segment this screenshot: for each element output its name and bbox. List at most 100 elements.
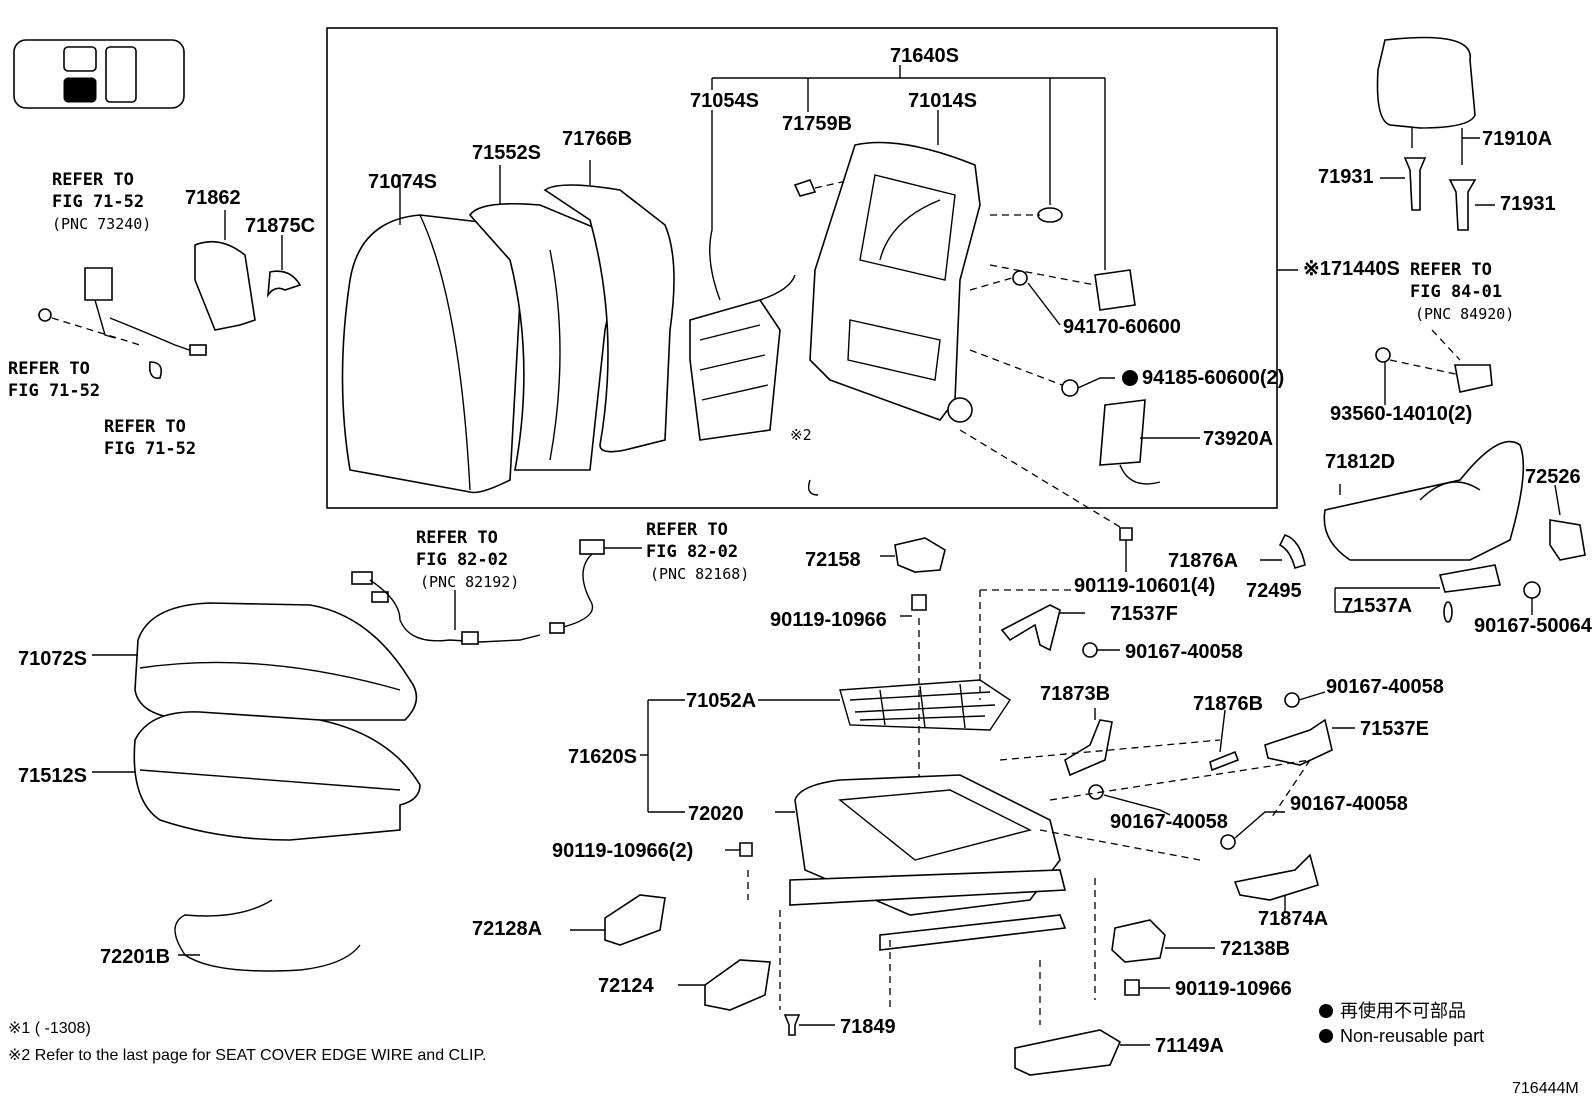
label-71552S: 71552S	[472, 142, 541, 164]
label-71910A: 71910A	[1482, 128, 1552, 150]
screw-90167-40058-a	[1082, 642, 1098, 658]
edge-clip	[807, 479, 819, 496]
refer-71-52-b-line1[interactable]: REFER TO	[8, 359, 90, 379]
label-72128A: 72128A	[472, 918, 542, 940]
seatback-board-71766B	[543, 160, 675, 453]
nut-94170	[1012, 270, 1028, 286]
label-star2: ※2	[790, 426, 812, 444]
wire-harness-82192	[351, 571, 541, 645]
refer-82-02-a-line3[interactable]: (PNC 82192)	[420, 573, 519, 591]
bolt-90119-10966-bottom	[1124, 979, 1140, 996]
refer-84-01-line3[interactable]: (PNC 84920)	[1415, 305, 1514, 323]
switch-part	[1094, 269, 1136, 311]
screw-93560	[1375, 329, 1493, 405]
seat-cover-71862	[194, 240, 256, 331]
label-72124: 72124	[598, 975, 654, 997]
label-71620S: 71620S	[568, 746, 637, 768]
label-72495: 72495	[1246, 580, 1302, 602]
edge-wire-72201B	[174, 899, 361, 972]
seatback-assembly-frame	[326, 27, 1278, 509]
label-71873B: 71873B	[1040, 683, 1110, 705]
label-94170-60600: 94170-60600	[1063, 316, 1181, 338]
label-71849: 71849	[840, 1016, 896, 1038]
label-71074S: 71074S	[368, 171, 437, 193]
refer-84-01-line2[interactable]: FIG 84-01	[1410, 282, 1502, 302]
refer-82-02-b-line2[interactable]: FIG 82-02	[646, 542, 738, 562]
label-71874A: 71874A	[1258, 908, 1328, 930]
label-72138B: 72138B	[1220, 938, 1290, 960]
refer-82-02-b-line3[interactable]: (PNC 82168)	[650, 565, 749, 583]
label-90167-50064: 90167-50064	[1474, 615, 1592, 637]
label-71537F: 71537F	[1110, 603, 1178, 625]
cover-72128A	[604, 894, 666, 946]
bracket-71873B	[1064, 719, 1113, 777]
refer-71-52-b-line2[interactable]: FIG 71-52	[8, 381, 100, 401]
wire-harness-82168	[549, 539, 642, 634]
clip-71849	[783, 1014, 801, 1036]
label-71149A: 71149A	[1155, 1035, 1224, 1057]
label-90167-40058-d: 90167-40058	[1290, 793, 1408, 815]
label-73920A: 73920A	[1203, 428, 1273, 450]
label-90167-40058-a: 90167-40058	[1125, 641, 1243, 663]
label-71931-a: 71931	[1318, 166, 1374, 188]
cover-72138B	[1111, 919, 1166, 963]
label-72526: 72526	[1525, 466, 1581, 488]
cap-part	[1037, 207, 1063, 223]
footnote-2: ※2 Refer to the last page for SEAT COVER…	[8, 1047, 487, 1064]
bracket-71537E	[1264, 718, 1333, 766]
screw-90167-40058-c	[1284, 692, 1300, 708]
label-71054S: 71054S	[690, 90, 759, 112]
cover-72526	[1549, 519, 1586, 561]
seatback-frame-71014S	[809, 110, 981, 423]
label-90119-10966-2: 90119-10966(2)	[552, 840, 693, 862]
label-71876B: 71876B	[1193, 693, 1263, 715]
label-90119-10966-top: 90119-10966	[770, 609, 887, 631]
legend-bullet-jp	[1319, 1004, 1333, 1018]
footnote-1: ※1 ( -1308)	[8, 1020, 91, 1037]
label-71537E: 71537E	[1360, 718, 1429, 740]
lumbar-support-71054S	[689, 110, 796, 441]
cushion-cover-71072S	[92, 602, 418, 721]
refer-71-52-c-line1[interactable]: REFER TO	[104, 417, 186, 437]
cover-71149A	[1014, 1029, 1122, 1076]
legend-bullet-en	[1319, 1029, 1333, 1043]
screw-90167-40058-d	[1220, 834, 1236, 850]
refer-71-52-a-line3[interactable]: (PNC 73240)	[52, 215, 151, 233]
legend-text-jp: 再使用不可部品	[1340, 1001, 1466, 1021]
refer-71-52-c-line2[interactable]: FIG 71-52	[104, 439, 196, 459]
cover-72158	[894, 537, 946, 573]
bracket-71874A	[1233, 853, 1319, 901]
bolt-90119-10966-2	[739, 842, 753, 857]
label-71876A: 71876A	[1168, 550, 1238, 572]
non-reusable-mark	[1122, 370, 1138, 386]
label-71072S: 71072S	[18, 648, 87, 670]
label-71014S: 71014S	[908, 90, 977, 112]
clip-72495	[1443, 601, 1453, 623]
label-71766B: 71766B	[562, 128, 632, 150]
label-72158: 72158	[805, 549, 861, 571]
label-71812D: 71812D	[1325, 451, 1395, 473]
label-71052A: 71052A	[686, 690, 756, 712]
bracket-71537F	[1000, 604, 1061, 652]
label-90119-10601: 90119-10601(4)	[1074, 575, 1215, 597]
label-71537A: 71537A	[1342, 595, 1412, 617]
refer-82-02-a-line2[interactable]: FIG 82-02	[416, 550, 508, 570]
refer-82-02-b-line1[interactable]: REFER TO	[646, 520, 728, 540]
seatback-cover-71074S	[341, 175, 523, 494]
label-71875C: 71875C	[245, 215, 315, 237]
label-71931-b: 71931	[1500, 193, 1556, 215]
label-71759B: 71759B	[782, 113, 852, 135]
refer-82-02-a-line1[interactable]: REFER TO	[416, 528, 498, 548]
refer-84-01-line1[interactable]: REFER TO	[1410, 260, 1492, 280]
nut-94185	[1061, 379, 1079, 397]
bolt-90119-10966-top	[911, 594, 927, 611]
refer-71-52-a-line2[interactable]: FIG 71-52	[52, 192, 144, 212]
headrest-71910A	[1376, 36, 1480, 165]
label-93560-14010: 93560-14010(2)	[1330, 403, 1472, 425]
label-90119-10966-bottom: 90119-10966	[1175, 978, 1292, 1000]
refer-71-52-a-line1[interactable]: REFER TO	[52, 170, 134, 190]
label-72020: 72020	[688, 803, 744, 825]
bracket-71640S	[711, 65, 1106, 270]
seat-position-icon	[13, 39, 185, 109]
label-90167-40058-b: 90167-40058	[1326, 676, 1444, 698]
